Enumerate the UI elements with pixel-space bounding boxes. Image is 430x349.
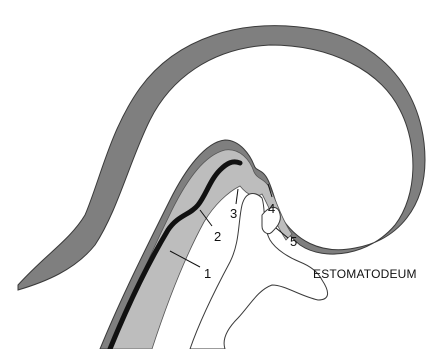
label-1: 1 xyxy=(204,266,211,281)
label-3: 3 xyxy=(230,206,237,221)
estomatodeum-label: ESTOMATODEUM xyxy=(313,267,417,281)
label-2: 2 xyxy=(214,229,221,244)
leader-line-3 xyxy=(236,189,238,204)
label-5: 5 xyxy=(290,234,297,249)
label-4: 4 xyxy=(268,201,275,216)
